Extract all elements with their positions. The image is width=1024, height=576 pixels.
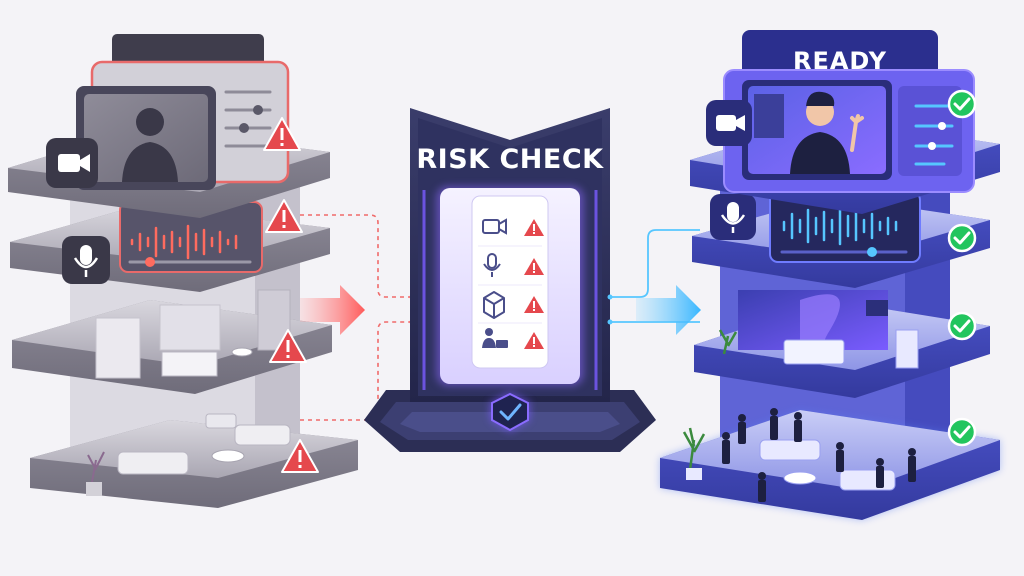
panel-title: RISK CHECK <box>416 144 604 175</box>
check-circle-icon <box>947 89 977 119</box>
box-icon <box>483 291 505 319</box>
risk-check-panel: RISK CHECK <box>364 108 656 452</box>
warning-icon <box>263 117 301 151</box>
waveform-bars <box>782 206 898 246</box>
floor-audio <box>10 201 330 292</box>
person-at-desk-icon <box>482 328 508 348</box>
risk-arrow <box>300 285 365 335</box>
shield-check-icon <box>490 392 530 432</box>
checklist-item-video <box>482 218 544 236</box>
waveform-bars <box>130 224 238 260</box>
check-circle-icon <box>947 223 977 253</box>
checklist-item-room <box>483 291 544 319</box>
warning-icon <box>524 258 544 275</box>
video-camera-icon <box>482 218 507 235</box>
warning-icon <box>524 296 544 313</box>
people-group <box>722 408 916 502</box>
warning-icon <box>524 219 544 236</box>
warning-icon <box>265 199 303 233</box>
warning-icon <box>524 332 544 349</box>
microphone-icon <box>483 253 501 277</box>
warning-icon <box>269 329 307 363</box>
video-camera-icon <box>706 100 752 146</box>
video-camera-icon <box>46 138 98 188</box>
user-silhouette <box>122 108 178 182</box>
ready-tower: READY <box>607 30 1000 520</box>
user-silhouette <box>790 91 864 174</box>
microphone-icon <box>62 236 110 284</box>
risk-tower <box>8 34 415 508</box>
microphone-icon <box>710 194 756 240</box>
ready-arrow <box>636 285 701 335</box>
floor-video: READY <box>690 30 1000 214</box>
checklist-item-audio <box>483 253 544 277</box>
floor-audio <box>692 191 990 288</box>
floor-reception <box>694 290 990 398</box>
floor-video <box>8 34 330 218</box>
warning-icon <box>281 439 319 473</box>
check-circle-icon <box>947 417 977 447</box>
check-circle-icon <box>947 311 977 341</box>
checklist-item-environment <box>482 328 544 349</box>
floor-lounge <box>30 413 358 508</box>
floor-lounge <box>660 408 1000 520</box>
